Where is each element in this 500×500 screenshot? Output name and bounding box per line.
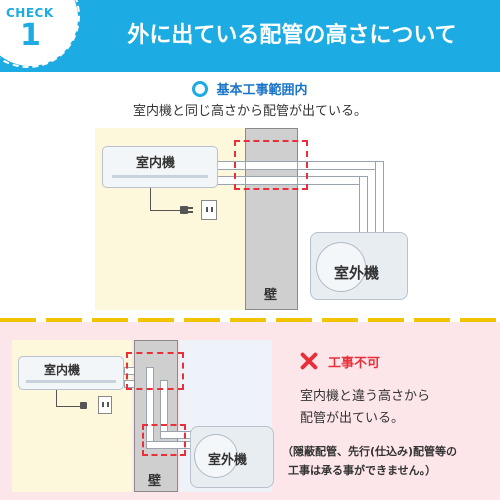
fan-icon bbox=[194, 434, 238, 478]
fan-icon bbox=[316, 242, 366, 292]
plug-icon bbox=[180, 206, 188, 214]
ok-heading: 基本工事範囲内 bbox=[0, 78, 500, 98]
outlet-slot bbox=[102, 402, 104, 407]
circle-ok-icon bbox=[192, 80, 209, 97]
ok-label: 基本工事範囲内 bbox=[216, 83, 308, 98]
outlet-icon bbox=[98, 396, 112, 414]
ng-note-line: 工事は承る事ができません。） bbox=[288, 464, 437, 477]
outdoor-unit-label: 室外機 bbox=[208, 453, 248, 468]
ng-note: （隠蔽配管、先行(仕込み)配管等の 工事は承る事ができません。） bbox=[282, 442, 457, 480]
wall-label: 壁 bbox=[264, 288, 278, 303]
page-title: 外に出ている配管の高さについて bbox=[127, 23, 457, 48]
power-cord bbox=[150, 188, 181, 211]
indoor-unit bbox=[102, 146, 218, 188]
check-label: CHECK bbox=[6, 6, 54, 20]
indoor-unit-vent bbox=[112, 175, 208, 178]
outdoor-unit-label: 室外機 bbox=[334, 264, 380, 282]
pipe-vertical bbox=[375, 161, 384, 241]
plug-icon bbox=[80, 402, 87, 409]
pipe-through-wall bbox=[245, 176, 298, 185]
check-number: 1 bbox=[20, 18, 41, 53]
outlet-slot bbox=[211, 207, 213, 212]
header-bar: CHECK 1 外に出ている配管の高さについて bbox=[0, 0, 500, 72]
ng-note-line: （隠蔽配管、先行(仕込み)配管等の bbox=[282, 445, 458, 458]
power-cord bbox=[56, 390, 81, 407]
ng-description-line: 配管が出ている。 bbox=[300, 411, 405, 426]
outlet-icon bbox=[201, 200, 217, 220]
plug-pin bbox=[188, 211, 193, 213]
outlet-slot bbox=[206, 207, 208, 212]
ng-description-line: 室内機と違う高さから bbox=[300, 389, 431, 404]
wall bbox=[134, 340, 178, 492]
cross-ng-icon bbox=[300, 352, 318, 370]
different-height-marker bbox=[142, 424, 186, 456]
indoor-unit-label: 室内機 bbox=[136, 156, 176, 171]
indoor-unit-label: 室内機 bbox=[44, 363, 81, 377]
wall-label: 壁 bbox=[148, 474, 162, 489]
same-height-marker bbox=[234, 140, 308, 190]
indoor-unit-vent bbox=[26, 380, 116, 383]
pipe-through-wall bbox=[245, 161, 298, 170]
ng-description: 室内機と違う高さから 配管が出ている。 bbox=[300, 386, 430, 430]
indoor-unit bbox=[18, 356, 124, 390]
section-divider bbox=[0, 318, 500, 322]
outlet-slot bbox=[107, 402, 109, 407]
wall bbox=[245, 128, 298, 310]
different-height-marker bbox=[126, 352, 184, 390]
ok-description: 室内機と同じ高さから配管が出ている。 bbox=[132, 104, 367, 119]
plug-pin bbox=[188, 207, 193, 209]
ng-label: 工事不可 bbox=[328, 356, 381, 371]
